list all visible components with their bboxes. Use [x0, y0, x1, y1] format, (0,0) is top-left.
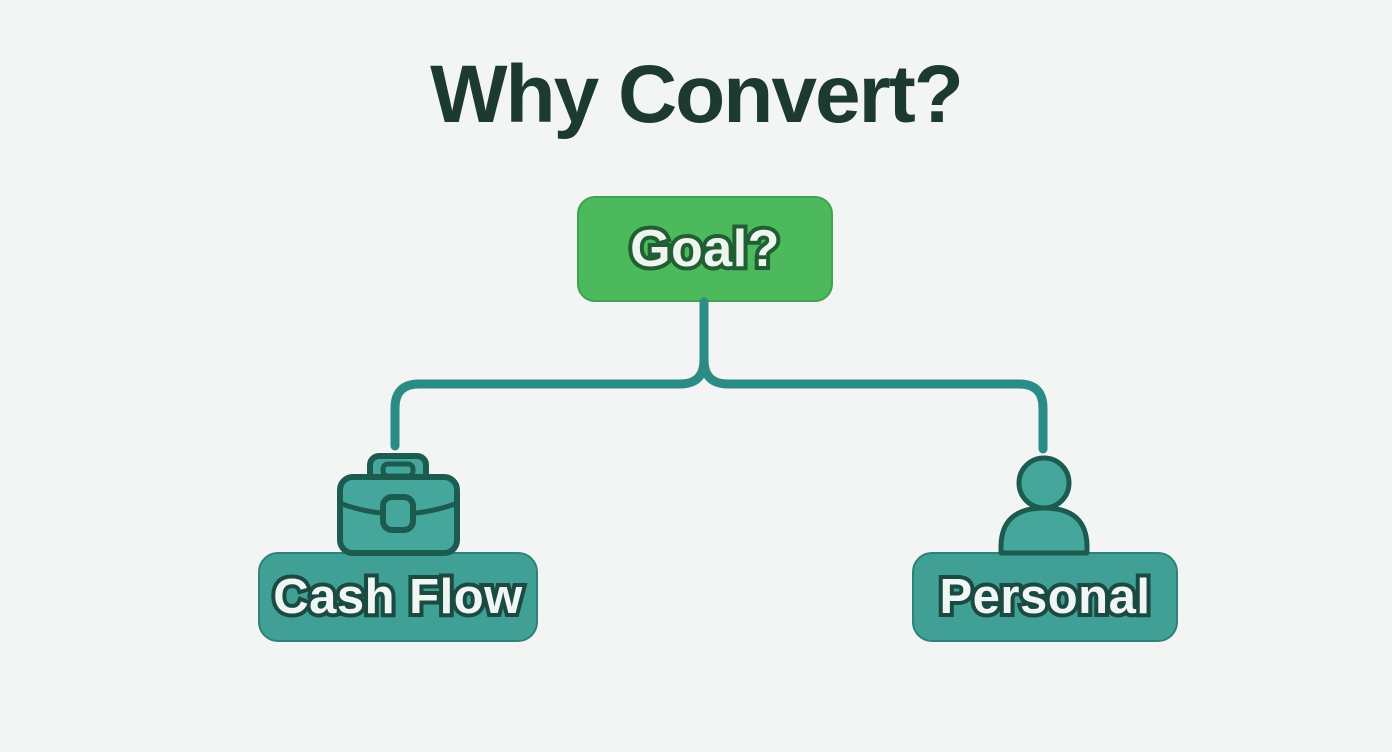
- briefcase-icon: [337, 453, 460, 556]
- goal-node-label-text: Goal?: [630, 220, 780, 278]
- page-title: Why Convert?: [430, 49, 964, 140]
- personal-node-label: Personal Personal: [936, 568, 1154, 625]
- cash-flow-node-label-outline: Cash Flow: [269, 568, 526, 625]
- cash-flow-node: Cash Flow Cash Flow: [258, 552, 538, 642]
- personal-node-label-text: Personal: [939, 569, 1151, 624]
- person-icon: [998, 455, 1090, 556]
- goal-node-label: Goal? Goal?: [626, 219, 783, 279]
- cash-flow-node-label-text: Cash Flow: [273, 569, 523, 624]
- personal-node: Personal Personal: [912, 552, 1178, 642]
- cash-flow-node-label: Cash Flow Cash Flow: [269, 568, 526, 625]
- goal-node-label-outline: Goal?: [626, 219, 783, 279]
- goal-node: Goal? Goal?: [577, 196, 833, 302]
- connector-lines: [390, 297, 1048, 454]
- personal-node-label-outline: Personal: [936, 568, 1154, 625]
